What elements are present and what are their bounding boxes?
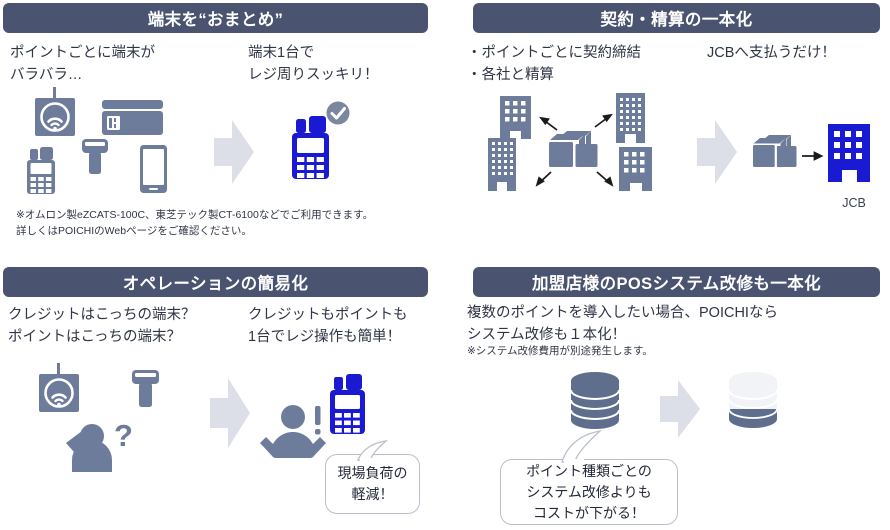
svg-text:?: ? — [114, 418, 133, 453]
after-label-top-left: 端末1台で レジ周りスッキリ！ — [248, 45, 379, 84]
smartphone-icon — [140, 145, 167, 193]
jcb-label: JCB — [842, 196, 866, 210]
transition-arrow-top-right — [695, 118, 739, 186]
after-label-top-right: JCBへ支払うだけ！ — [707, 45, 836, 61]
database-stack-light-icon — [728, 372, 778, 428]
transition-arrow-bottom-left — [208, 376, 252, 450]
office-building-icon — [500, 96, 531, 139]
contactless-reader-icon — [35, 87, 75, 136]
scatter-arrows-icon — [535, 113, 614, 187]
after-icons-bottom-left — [258, 370, 418, 475]
footnote-bottom-right: ※システム改修費用が別途発生します。 — [467, 345, 653, 357]
panel-title-top-left: 端末を“おまとめ” — [3, 3, 428, 33]
after-icons-top-left — [288, 100, 358, 186]
panel-operation-simplification: オペレーションの簡易化 クレジットはこっちの端末？ ポイントはこっちの端末？ ク… — [0, 262, 445, 530]
panel-title-bottom-left: オペレーションの簡易化 — [3, 267, 428, 297]
credit-card-icon — [102, 100, 163, 135]
check-badge-icon — [326, 101, 350, 125]
single-arrow-icon — [802, 151, 824, 161]
panel-pos-system-unification: 加盟店様のPOSシステム改修も一本化 複数のポイントを導入したい場合、POICH… — [445, 262, 890, 530]
callout-tail-bottom-left — [356, 440, 396, 463]
before-label-bottom-left: クレジットはこっちの端末？ ポイントはこっちの端末？ — [8, 307, 196, 346]
transition-arrow-bottom-right — [658, 378, 702, 440]
before-icons-bottom-right — [570, 370, 640, 438]
happy-person-icon — [260, 405, 326, 459]
before-icons-top-left — [24, 82, 214, 194]
jcb-building-icon — [828, 124, 870, 182]
pos-terminal-icon — [27, 147, 55, 194]
pos-terminal-blue-icon — [292, 116, 329, 179]
pos-terminal-blue-icon — [330, 374, 365, 434]
before-label-top-left: ポイントごとに端末が バラバラ… — [10, 45, 155, 84]
office-building-tall-icon — [616, 93, 645, 143]
barcode-scanner-icon — [132, 370, 159, 407]
body-text-bottom-right: 複数のポイントを導入したい場合、POICHIなら システム改修も１本化！ — [467, 305, 778, 344]
documents-stack-icon — [753, 135, 797, 168]
panel-terminal-consolidation: 端末を“おまとめ” ポイントごとに端末が バラバラ… 端末1台で レジ周りスッキ… — [0, 0, 445, 262]
contactless-reader-icon — [39, 363, 79, 412]
database-stack-dark-icon — [570, 372, 620, 429]
panel-contract-settlement: 契約・精算の一本化 ・ポイントごとに契約締結 ・各社と精算 JCBへ支払うだけ！ — [445, 0, 890, 262]
after-label-bottom-left: クレジットもポイントも 1台でレジ操作も簡単！ — [248, 307, 408, 346]
confused-person-icon: ? — [66, 418, 133, 472]
barcode-scanner-icon — [82, 139, 108, 174]
panel-title-top-right: 契約・精算の一本化 — [473, 3, 880, 33]
callout-bubble-bottom-right: ポイント種類ごとの システム改修よりも コストが下がる！ — [500, 459, 678, 525]
panel-title-bottom-right: 加盟店様のPOSシステム改修も一本化 — [473, 267, 880, 297]
after-icons-bottom-right — [728, 372, 798, 440]
office-building-tall-icon — [488, 138, 516, 191]
office-building-icon — [619, 147, 652, 191]
footnote-top-left: ※オムロン製eZCATS-100C、東芝テック製CT-6100などでご利用できま… — [16, 209, 374, 237]
after-icons-top-right — [750, 120, 885, 205]
before-icons-bottom-left: ? — [28, 360, 188, 472]
before-label-top-right: ・ポイントごとに契約締結 ・各社と精算 — [467, 45, 641, 84]
callout-tail-bottom-right — [560, 429, 608, 465]
before-icons-top-right — [485, 90, 690, 205]
transition-arrow-top-left — [212, 118, 256, 186]
documents-stack-icon — [549, 131, 598, 167]
